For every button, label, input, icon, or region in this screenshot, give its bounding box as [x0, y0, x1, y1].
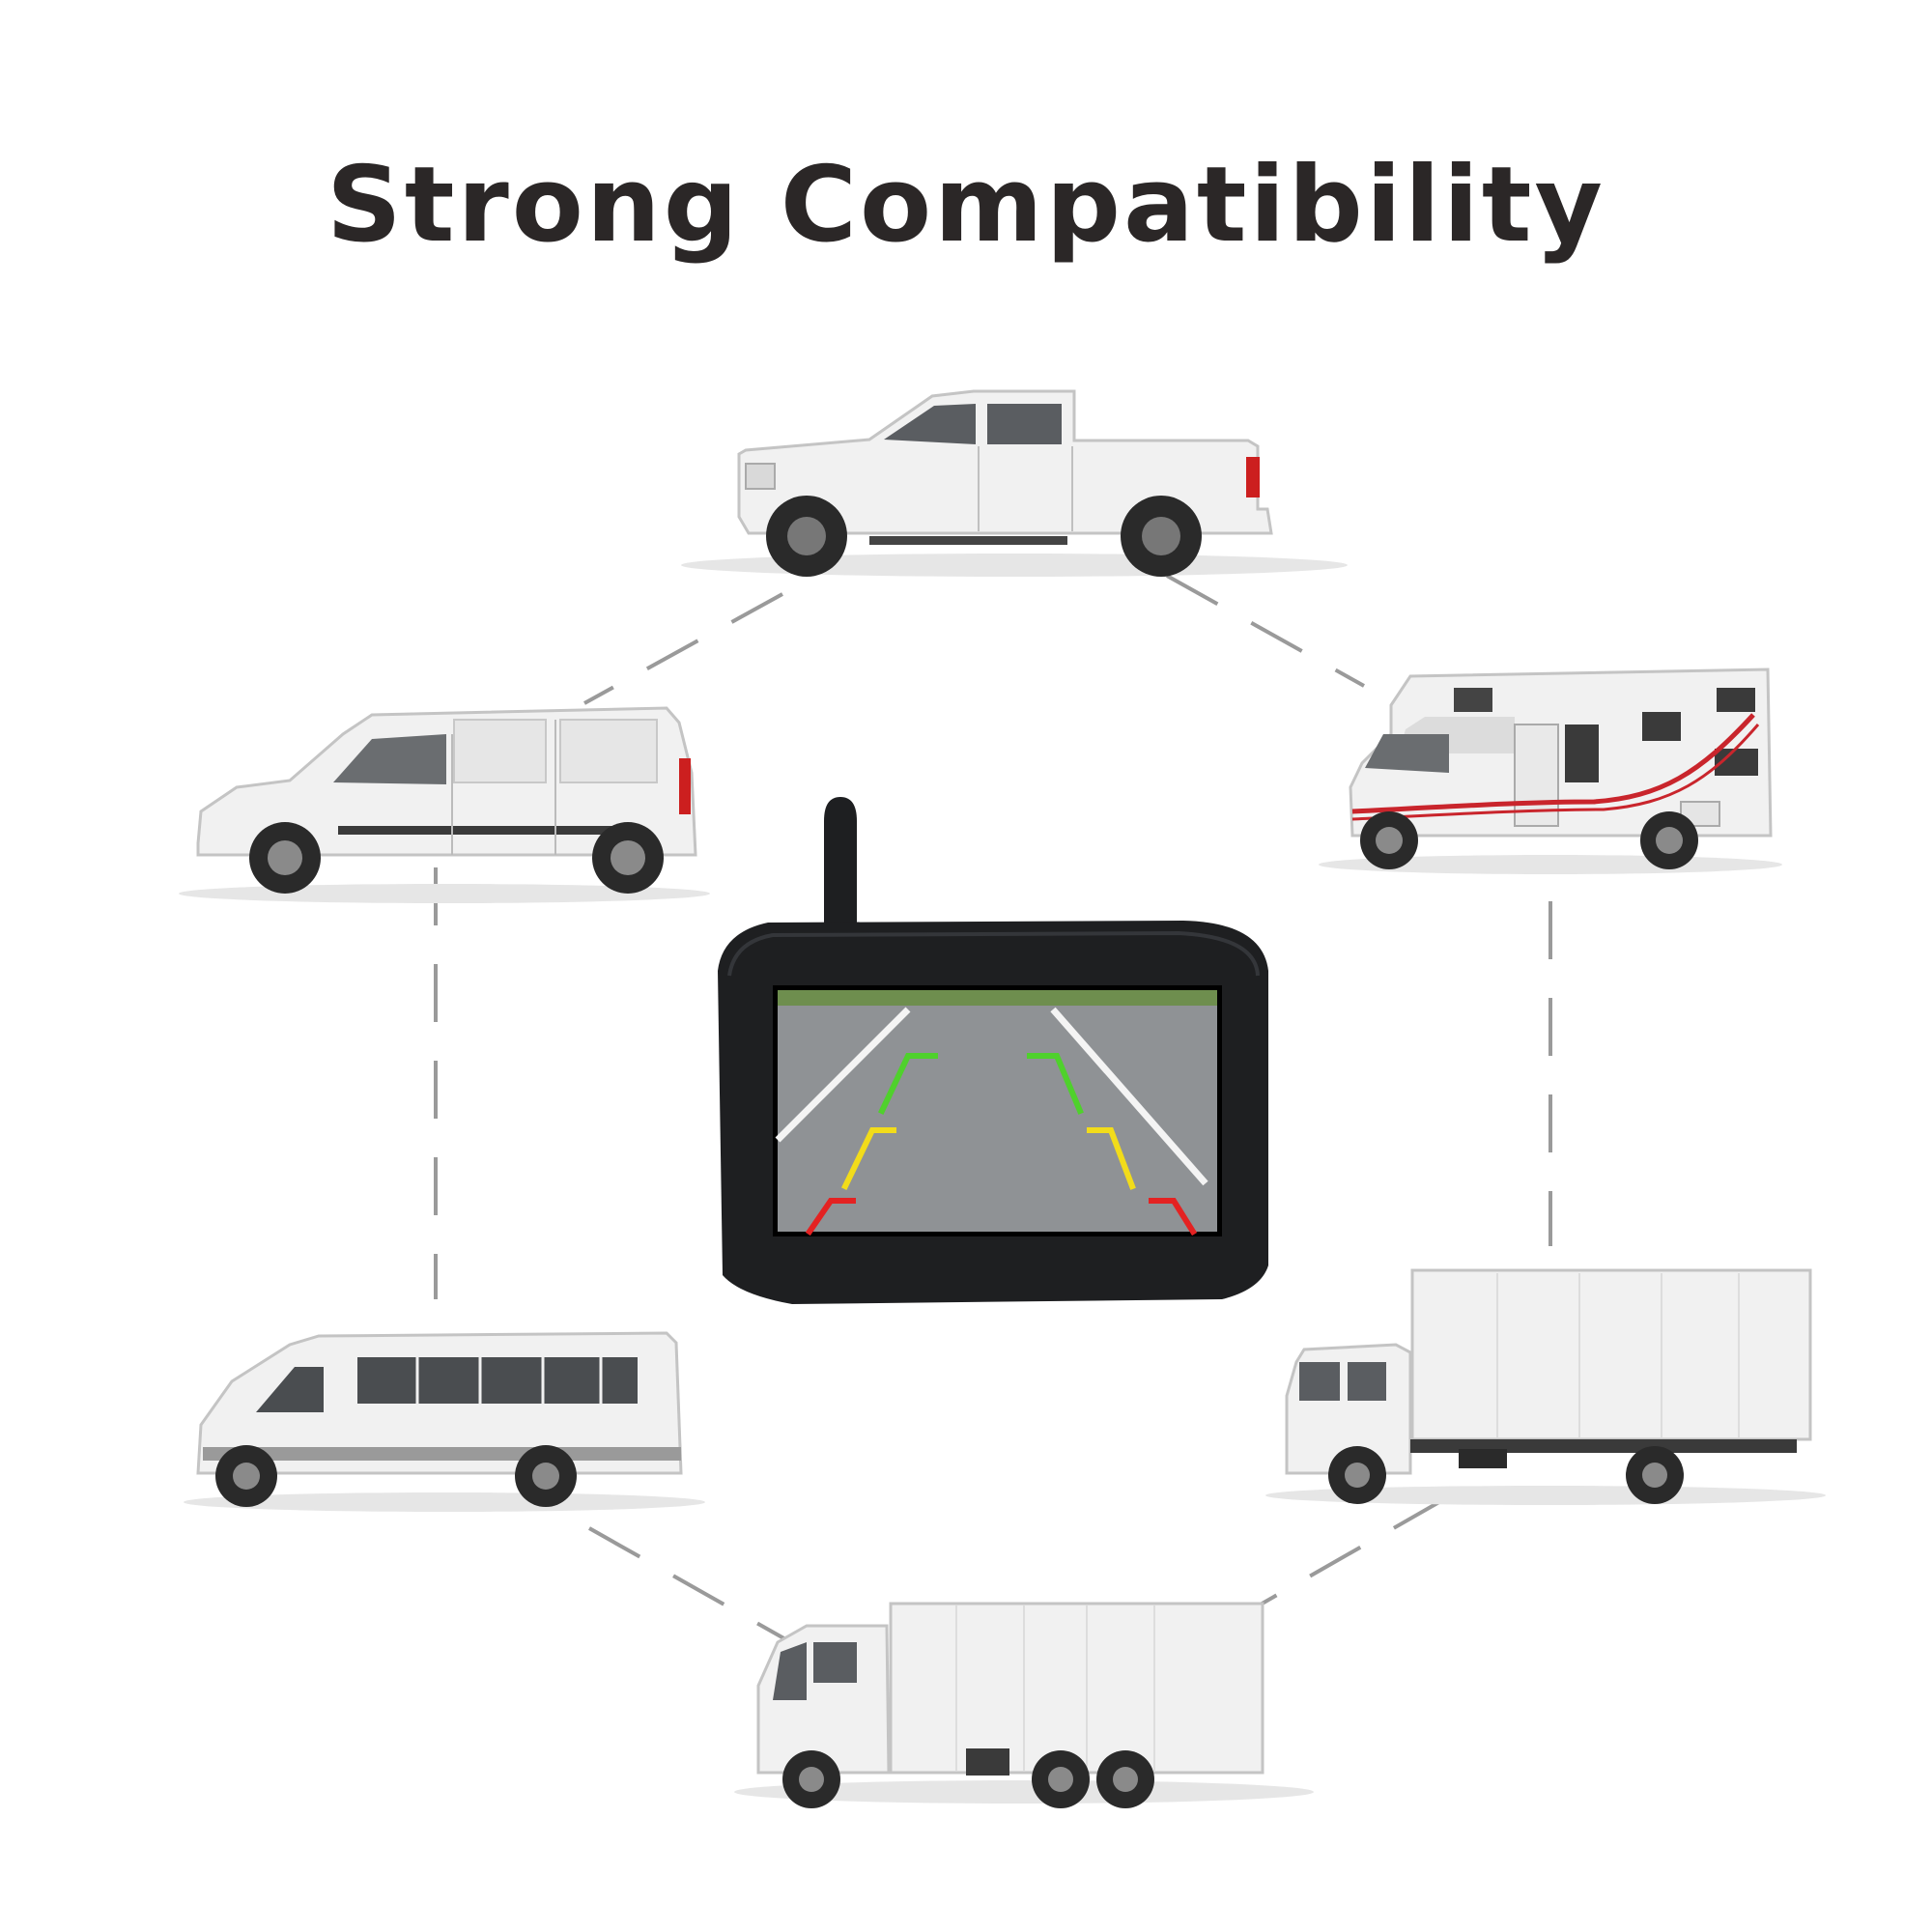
page-title: Strong Compatibility: [327, 145, 1605, 266]
semi-truck-icon: [734, 1602, 1314, 1808]
cargo-van-icon: [179, 706, 710, 903]
connector-line: [583, 592, 783, 705]
connector-line: [1258, 1497, 1445, 1607]
connector-line: [1166, 574, 1365, 688]
connector-line: [588, 1526, 788, 1642]
wireless-monitor-icon: [718, 797, 1268, 1304]
camera-screen: [775, 990, 1217, 1236]
rv-motorhome-icon: [1319, 668, 1782, 874]
minibus-icon: [184, 1331, 705, 1512]
box-truck-icon: [1265, 1268, 1826, 1505]
connector-lines: [434, 574, 1552, 1642]
pickup-truck-icon: [681, 389, 1348, 577]
